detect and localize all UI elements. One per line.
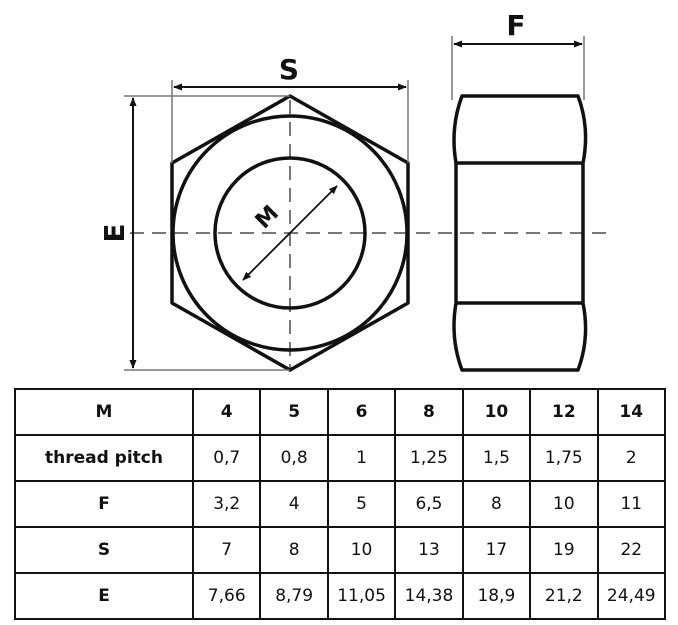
f-dimension-label: F <box>506 9 525 42</box>
value-cell: 8 <box>461 480 532 528</box>
hex-nut-drawing: M S E F <box>98 9 612 372</box>
table-row-e: E 7,66 8,79 11,05 14,38 18,9 21,2 24,49 <box>14 572 667 620</box>
e-dimension-label: E <box>98 223 131 242</box>
value-cell: 13 <box>394 526 464 574</box>
value-cell: 10 <box>529 480 599 528</box>
row-label-cell: F <box>14 480 194 528</box>
value-cell: 0,8 <box>259 434 329 482</box>
value-cell: 8 <box>259 526 329 574</box>
front-view: M S E <box>98 53 438 372</box>
value-cell: 14,38 <box>394 572 464 620</box>
size-cell: 14 <box>596 388 667 436</box>
table-row-s: S 7 8 10 13 17 19 22 <box>14 526 667 574</box>
bore-circle <box>213 156 367 310</box>
side-outline <box>452 94 588 372</box>
value-cell: 1 <box>326 434 397 482</box>
value-cell: 1,5 <box>461 434 532 482</box>
m-dimension-label: M <box>251 201 284 234</box>
value-cell: 22 <box>596 526 667 574</box>
chamfer-circle <box>171 114 409 352</box>
value-cell: 0,7 <box>191 434 262 482</box>
value-cell: 7 <box>191 526 262 574</box>
value-cell: 4 <box>259 480 329 528</box>
value-cell: 24,49 <box>596 572 667 620</box>
side-view: F <box>438 9 612 372</box>
row-label-cell: S <box>14 526 194 574</box>
value-cell: 1,75 <box>529 434 599 482</box>
nut-dimensions-table: M 4 5 6 8 10 12 14 thread pitch 0,7 0,8 … <box>14 388 667 620</box>
s-dimension-label: S <box>279 53 299 86</box>
size-cell: 8 <box>394 388 464 436</box>
value-cell: 21,2 <box>529 572 599 620</box>
size-cell: 6 <box>326 388 397 436</box>
value-cell: 18,9 <box>461 572 532 620</box>
value-cell: 3,2 <box>191 480 262 528</box>
value-cell: 2 <box>596 434 667 482</box>
size-cell: 4 <box>191 388 262 436</box>
value-cell: 7,66 <box>191 572 262 620</box>
value-cell: 8,79 <box>259 572 329 620</box>
value-cell: 10 <box>326 526 397 574</box>
m-dimension-arrow <box>242 185 338 281</box>
value-cell: 5 <box>326 480 397 528</box>
size-cell: 5 <box>259 388 329 436</box>
size-cell: 10 <box>461 388 532 436</box>
value-cell: 1,25 <box>394 434 464 482</box>
table-row-f: F 3,2 4 5 6,5 8 10 11 <box>14 480 667 528</box>
header-label-cell: M <box>14 388 194 436</box>
table-header-row: M 4 5 6 8 10 12 14 <box>14 388 667 436</box>
row-label-cell: E <box>14 572 194 620</box>
value-cell: 19 <box>529 526 599 574</box>
row-label-cell: thread pitch <box>14 434 194 482</box>
value-cell: 17 <box>461 526 532 574</box>
value-cell: 11 <box>596 480 667 528</box>
size-cell: 12 <box>529 388 599 436</box>
value-cell: 11,05 <box>326 572 397 620</box>
value-cell: 6,5 <box>394 480 464 528</box>
table-row-thread-pitch: thread pitch 0,7 0,8 1 1,25 1,5 1,75 2 <box>14 434 667 482</box>
